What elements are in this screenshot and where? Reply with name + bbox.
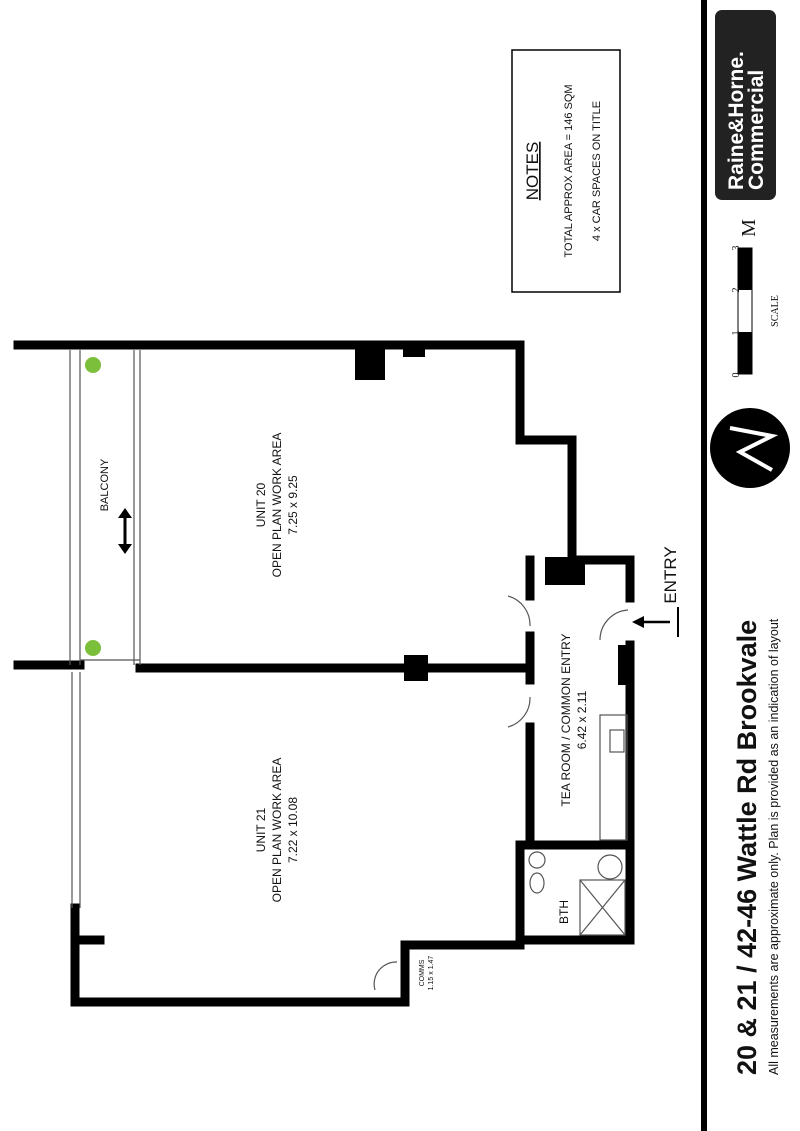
scale-label: SCALE <box>770 295 781 327</box>
entry-arrow-icon <box>632 607 679 637</box>
comms-name: COMMS <box>419 959 426 986</box>
scale-unit: M <box>738 219 760 237</box>
disclaimer: All measurements are approximate only. P… <box>767 618 781 1075</box>
entry-label: ENTRY <box>661 546 680 603</box>
sink-icon <box>609 729 625 753</box>
unit20-name: UNIT 20 <box>254 482 268 527</box>
unit21-size: 7.22 x 10.08 <box>286 797 300 863</box>
unit20-type: OPEN PLAN WORK AREA <box>270 433 284 578</box>
sliding-arrow-icon <box>118 508 132 554</box>
scale-tick: 3 <box>731 246 742 251</box>
doors <box>373 595 629 991</box>
page-title: 20 & 21 / 42-46 Wattle Rd Brookvale <box>732 620 762 1075</box>
north-arrow-icon: N <box>710 408 790 488</box>
notes-box <box>511 49 621 293</box>
scale-tick: 2 <box>731 288 742 293</box>
scale-tick: 1 <box>731 331 742 336</box>
tea-room-size: 6.42 x 2.11 <box>575 690 589 749</box>
plant-icon <box>85 357 101 373</box>
notes-heading: NOTES <box>523 142 542 201</box>
unit20-size: 7.25 x 9.25 <box>286 475 300 535</box>
unit21-type: OPEN PLAN WORK AREA <box>270 758 284 903</box>
tea-room-name: TEA ROOM / COMMON ENTRY <box>559 633 573 806</box>
walls <box>13 340 635 1007</box>
unit21-name: UNIT 21 <box>254 807 268 852</box>
scale-bar: 0 1 2 3 M SCALE <box>731 219 781 378</box>
bathroom-fixtures <box>528 714 628 936</box>
divider <box>701 0 707 1131</box>
windows <box>69 350 141 908</box>
notes-line1: TOTAL APPROX AREA = 146 SQM <box>563 84 575 257</box>
comms-size: 1.15 x 1.47 <box>428 956 435 991</box>
plant-icon <box>85 640 101 656</box>
bath-label: BTH <box>557 900 571 924</box>
logo-line2: Commercial <box>745 70 768 190</box>
brand-logo: Raine&Horne. Commercial <box>715 10 776 200</box>
notes-line2: 4 x CAR SPACES ON TITLE <box>591 101 603 241</box>
scale-tick: 0 <box>731 373 742 378</box>
logo-line1: Raine&Horne. <box>725 51 748 190</box>
balcony-label: BALCONY <box>99 458 111 511</box>
